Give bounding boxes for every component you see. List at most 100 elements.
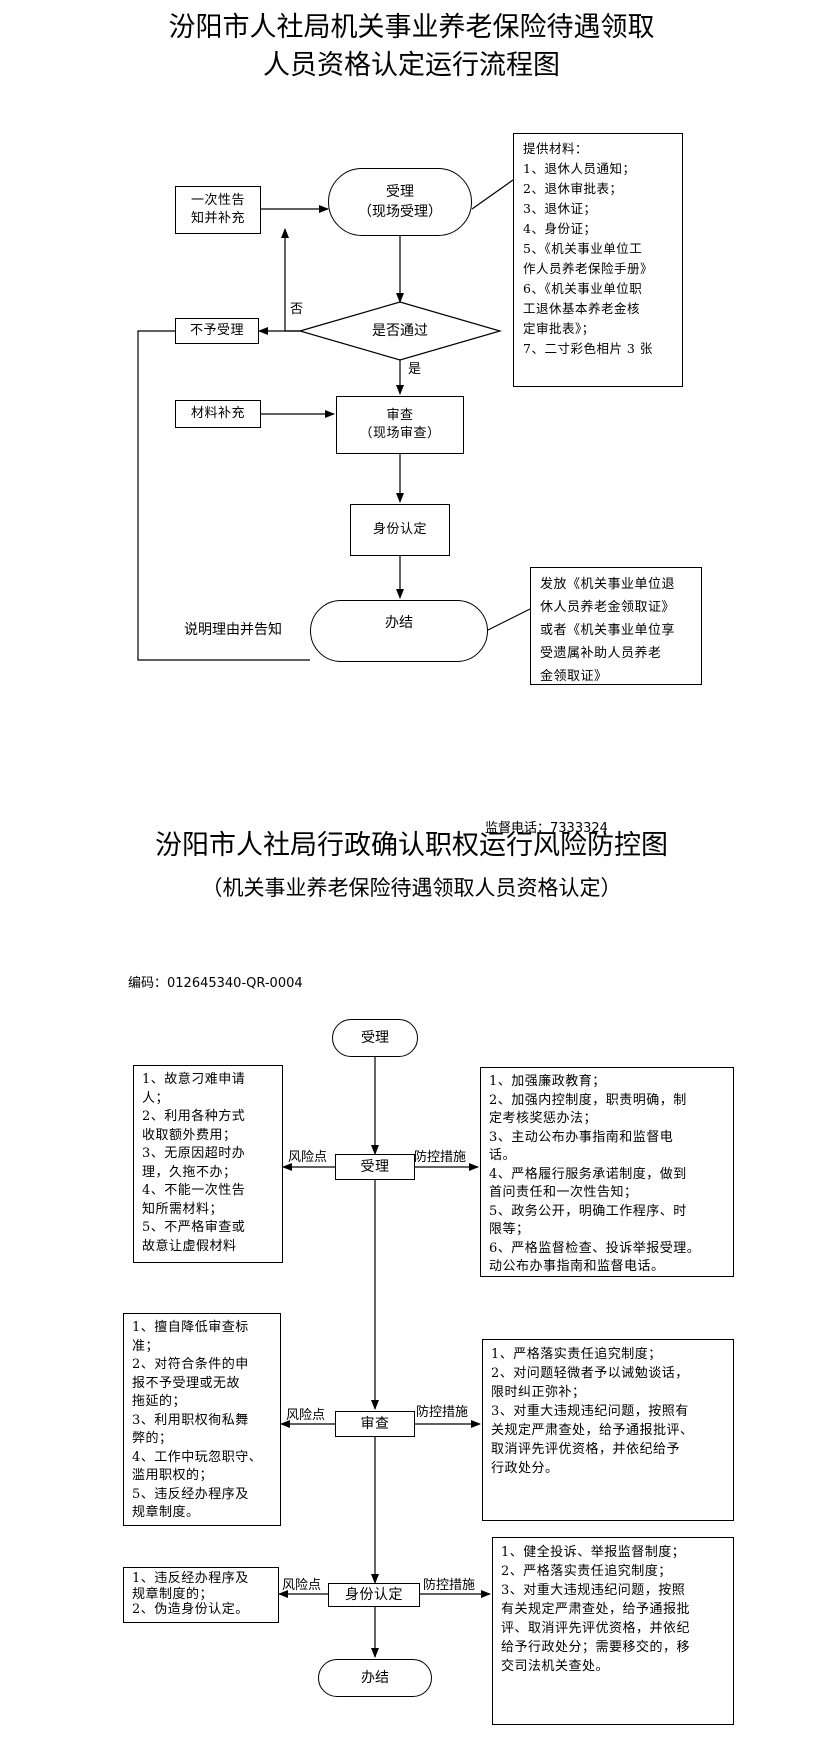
control-label-3: 防控措施 [423, 1578, 476, 1593]
risk2-line: 5、违反经办程序及 [132, 1486, 249, 1502]
accept-node: 受理 （现场受理） [328, 168, 472, 236]
result-line: 或者《机关事业单位享 [540, 623, 676, 638]
accept-label: 受理 [386, 184, 414, 200]
step3-box: 身份认定 [328, 1583, 420, 1607]
control1-line: 话。 [489, 1148, 517, 1163]
line-complete-to-result [487, 608, 531, 631]
document-code: 编码：012645340-QR-0004 [128, 976, 303, 991]
materials-line: 作人员养老保险手册》 [523, 261, 654, 276]
notify-line-2: 知并补充 [190, 211, 245, 226]
risk1-line: 3、无原因超时办 [142, 1146, 246, 1161]
supervision-phone: 监督电话：7333324 [485, 821, 608, 836]
control1-line: 3、主动公布办事指南和监督电 [489, 1129, 674, 1145]
control1-line: 限等； [489, 1222, 530, 1237]
end-node: 办结 [318, 1659, 432, 1697]
risk2-line: 2、对符合条件的申 [132, 1357, 249, 1372]
identity-box: 身份认定 [350, 504, 450, 556]
no-label: 否 [290, 302, 304, 317]
review-box: 审查 （现场审查） [336, 396, 464, 454]
materials-line: 5、《机关事业单位工 [523, 241, 643, 256]
materials-line: 工退休基本养老金核 [523, 301, 641, 316]
review-label: 审查 [386, 408, 414, 423]
materials-line: 4、身份证； [523, 221, 597, 236]
control3-line: 交司法机关查处。 [501, 1659, 610, 1674]
risk-label-1: 风险点 [288, 1150, 328, 1165]
risk2-line: 3、利用职权徇私舞 [132, 1412, 249, 1428]
control2-line: 限时纠正弥补； [491, 1385, 586, 1400]
notify-box: 一次性告 知并补充 [175, 186, 261, 234]
control1-box: 1、加强廉政教育；2、加强内控制度，职责明确，制定考核奖惩办法；3、主动公布办事… [480, 1067, 734, 1277]
line-complete-to-reject [137, 330, 310, 661]
result-line: 受遗属补助人员养老 [540, 646, 662, 661]
risk1-line: 1、故意刁难申请 [142, 1072, 246, 1087]
risk2-box: 1、擅自降低审查标准； 2、对符合条件的申报不予受理或无故拖延的； 3、利用职权徇私… [123, 1313, 281, 1526]
control1-line: 动公布办事指南和监督电话。 [489, 1259, 665, 1274]
risk3-line: 1、违反经办程序及 [132, 1571, 249, 1586]
risk1-line: 故意让虚假材料 [142, 1238, 237, 1254]
risk2-line: 报不予受理或无故 [132, 1375, 241, 1391]
chart1-title-line1: 汾阳市人社局机关事业养老保险待遇领取 [168, 12, 655, 43]
control2-line: 关规定严肃查处，给予通报批评、 [491, 1423, 694, 1438]
control3-line: 2、严格落实责任追究制度； [501, 1564, 672, 1579]
control1-line: 5、政务公开，明确工作程序、时 [489, 1203, 687, 1219]
control1-line: 1、加强廉政教育； [489, 1074, 606, 1089]
result-note-box: 发放《机关事业单位退休人员养老金领取证》或者《机关事业单位享受遗属补助人员养老金… [530, 567, 702, 685]
risk1-line: 收取额外费用； [142, 1127, 237, 1143]
step1-box: 受理 [335, 1154, 415, 1180]
control1-line: 首问责任和一次性告知； [489, 1185, 638, 1200]
review-sub: （现场审查） [359, 426, 441, 441]
control2-line: 1、严格落实责任追究制度； [491, 1347, 662, 1362]
chart2-subtitle: （机关事业养老保险待遇领取人员资格认定） [201, 876, 622, 900]
risk2-line: 规章制度。 [132, 1505, 200, 1520]
risk2-line: 弊的； [132, 1431, 173, 1446]
result-line: 金领取证》 [540, 669, 608, 684]
materials-line: 6、《机关事业单位职 [523, 281, 643, 296]
supplement-box: 材料补充 [175, 400, 261, 428]
risk-label-3: 风险点 [282, 1578, 322, 1593]
control2-line: 行政处分。 [491, 1461, 559, 1476]
risk1-box: 1、故意刁难申请人；2、利用各种方式收取额外费用；3、无原因超时办理，久拖不办；… [133, 1065, 283, 1263]
materials-line: 2、退休审批表； [523, 181, 623, 196]
control1-line: 6、严格监督检查、投诉举报受理。 [489, 1240, 701, 1256]
line-accept-to-materials [471, 179, 514, 210]
complete-node: 办结 [310, 600, 488, 662]
materials-line: 定审批表》； [523, 321, 595, 336]
control2-line: 2、对问题轻微者予以诫勉谈话， [491, 1366, 689, 1381]
yes-label: 是 [408, 362, 422, 377]
chart2-title: 汾阳市人社局行政确认职权运行风险防控图 [155, 830, 668, 861]
risk2-line: 准； [132, 1338, 160, 1354]
materials-line: 7、二寸彩色相片 3 张 [523, 341, 653, 356]
control3-line: 评、取消评先评优资格，并依纪 [501, 1621, 691, 1636]
risk3-box: 1、违反经办程序及规章制度的；2、伪造身份认定。 [123, 1567, 279, 1623]
risk1-line: 4、不能一次性告 [142, 1183, 246, 1198]
risk3-line: 2、伪造身份认定。 [132, 1602, 249, 1617]
result-line: 休人员养老金领取证》 [540, 600, 676, 615]
control-label-1: 防控措施 [414, 1150, 467, 1165]
materials-line: 1、退休人员通知； [523, 161, 636, 176]
risk1-line: 2、利用各种方式 [142, 1109, 246, 1124]
risk1-line: 人； [142, 1090, 170, 1106]
risk2-line: 4、工作中玩忽职守、 [132, 1449, 263, 1465]
step2-box: 审查 [335, 1411, 415, 1437]
control2-line: 取消评先评优资格，并依纪给予 [491, 1442, 681, 1457]
control3-box: 1、健全投诉、举报监督制度；2、严格落实责任追究制度；3、对重大违规违纪问题，按… [492, 1537, 734, 1725]
control2-box: 1、严格落实责任追究制度； 2、对问题轻微者予以诫勉谈话， 限时纠正弥补； 3、对重大… [482, 1339, 734, 1521]
risk2-line: 滥用职权的； [132, 1468, 214, 1483]
complete-label: 办结 [385, 615, 413, 631]
explain-label: 说明理由并告知 [184, 622, 282, 638]
control3-line: 给予行政处分；需要移交的，移 [501, 1640, 691, 1655]
result-line: 发放《机关事业单位退 [540, 577, 676, 592]
decision-diamond [297, 301, 503, 361]
reject-box: 不予受理 [175, 318, 259, 344]
chart1-title-line2: 人员资格认定运行流程图 [263, 50, 560, 81]
risk2-line: 拖延的； [132, 1394, 187, 1409]
risk1-line: 5、不严格审查或 [142, 1220, 246, 1235]
notify-line-1: 一次性告 [190, 193, 245, 208]
materials-box: 提供材料：1、退休人员通知；2、退休审批表；3、退休证；4、身份证；5、《机关事… [513, 133, 683, 387]
decision-label: 是否通过 [372, 323, 428, 339]
control1-line: 2、加强内控制度，职责明确，制 [489, 1092, 687, 1108]
risk2-line: 1、擅自降低审查标 [132, 1320, 249, 1335]
control2-line: 3、对重大违规违纪问题，按照有 [491, 1404, 689, 1419]
